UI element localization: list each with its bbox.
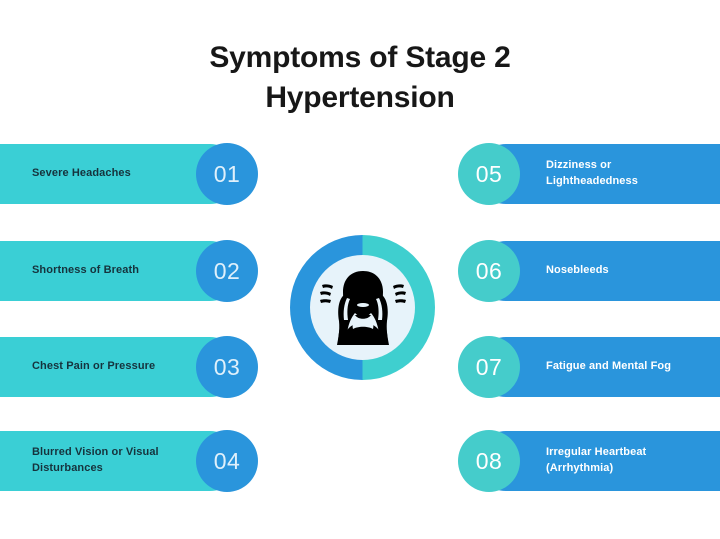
symptom-number-02: 02	[196, 240, 258, 302]
page-title-line-2: Hypertension	[265, 80, 455, 114]
symptom-row-01[interactable]: Severe Headaches 01	[0, 143, 258, 205]
symptom-row-02[interactable]: Shortness of Breath 02	[0, 240, 258, 302]
symptom-label-07: Fatigue and Mental Fog	[546, 360, 672, 373]
symptom-number-05: 05	[458, 143, 520, 205]
symptom-row-08[interactable]: Irregular Heartbeat (Arrhythmia) 08	[458, 430, 720, 492]
symptom-row-07[interactable]: Fatigue and Mental Fog 07	[458, 336, 720, 398]
symptom-number-08: 08	[458, 430, 520, 492]
symptom-label-04: Blurred Vision or Visual Disturbances	[32, 446, 159, 474]
page-title: Symptoms of Stage 2 Hypertension	[110, 38, 610, 118]
symptom-label-01: Severe Headaches	[32, 167, 131, 180]
symptom-label-05: Dizziness or Lightheadedness	[546, 159, 638, 187]
symptom-number-03: 03	[196, 336, 258, 398]
symptom-label-08: Irregular Heartbeat (Arrhythmia)	[546, 446, 647, 474]
symptom-row-03[interactable]: Chest Pain or Pressure 03	[0, 336, 258, 398]
center-emblem	[290, 235, 435, 380]
emblem-inner-disc	[310, 255, 415, 360]
symptom-label-06: Nosebleeds	[546, 264, 609, 277]
headache-person-icon	[319, 270, 406, 345]
symptom-row-06[interactable]: Nosebleeds 06	[458, 240, 720, 302]
page-title-line-1: Symptoms of Stage 2	[209, 41, 511, 74]
symptom-label-03: Chest Pain or Pressure	[32, 360, 156, 373]
symptom-label-02: Shortness of Breath	[32, 264, 140, 277]
symptom-number-04: 04	[196, 430, 258, 492]
symptom-number-06: 06	[458, 240, 520, 302]
symptom-row-04[interactable]: Blurred Vision or Visual Disturbances 04	[0, 430, 258, 492]
symptom-row-05[interactable]: Dizziness or Lightheadedness 05	[458, 143, 720, 205]
symptom-number-07: 07	[458, 336, 520, 398]
symptom-number-01: 01	[196, 143, 258, 205]
